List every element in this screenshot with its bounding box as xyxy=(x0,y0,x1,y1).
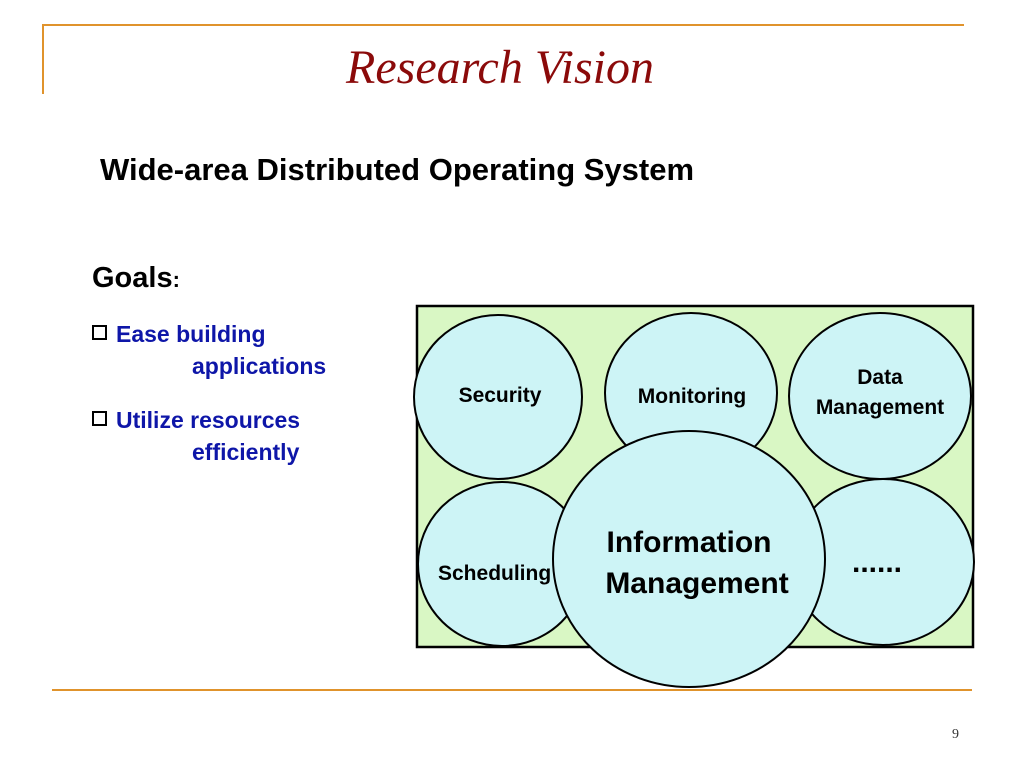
goals-heading-colon: : xyxy=(172,267,180,292)
goal-line-1: Utilize resources xyxy=(116,407,301,433)
more-components-circle: ...... xyxy=(791,478,975,646)
goal-line-1: Ease building xyxy=(116,321,266,347)
slide-subtitle: Wide-area Distributed Operating System xyxy=(100,152,695,187)
goal-item: Utilize resources efficiently xyxy=(92,404,300,468)
goal-line-2: efficiently xyxy=(192,439,300,465)
goals-heading: Goals: xyxy=(92,262,180,295)
scheduling-label: Scheduling xyxy=(438,562,551,585)
more-components-label: ...... xyxy=(852,546,902,579)
information-management-label-line-2: Management xyxy=(605,567,788,600)
data-management-label-line-2: Management xyxy=(816,396,944,419)
frame-bottom-line xyxy=(52,689,972,691)
data-management-circle: Data Management xyxy=(788,312,972,480)
scheduling-circle: Scheduling xyxy=(417,481,587,647)
frame-top-line xyxy=(42,24,964,26)
monitoring-circle: Monitoring xyxy=(604,312,778,474)
security-label: Security xyxy=(459,384,542,407)
information-management-circle: Information Management xyxy=(552,430,826,688)
goal-line-2: applications xyxy=(192,353,327,379)
data-management-label-line-1: Data xyxy=(857,366,903,389)
checkbox-bullet-icon xyxy=(92,325,107,340)
monitoring-label: Monitoring xyxy=(638,385,746,408)
goals-heading-text: Goals xyxy=(92,262,173,294)
security-circle: Security xyxy=(413,314,583,480)
checkbox-bullet-icon xyxy=(92,411,107,426)
information-management-label-line-1: Information xyxy=(607,526,772,559)
page-number: 9 xyxy=(952,727,959,742)
frame-left-line xyxy=(42,24,44,94)
goal-item: Ease building applications xyxy=(92,318,326,382)
slide-title: Research Vision xyxy=(346,41,654,94)
